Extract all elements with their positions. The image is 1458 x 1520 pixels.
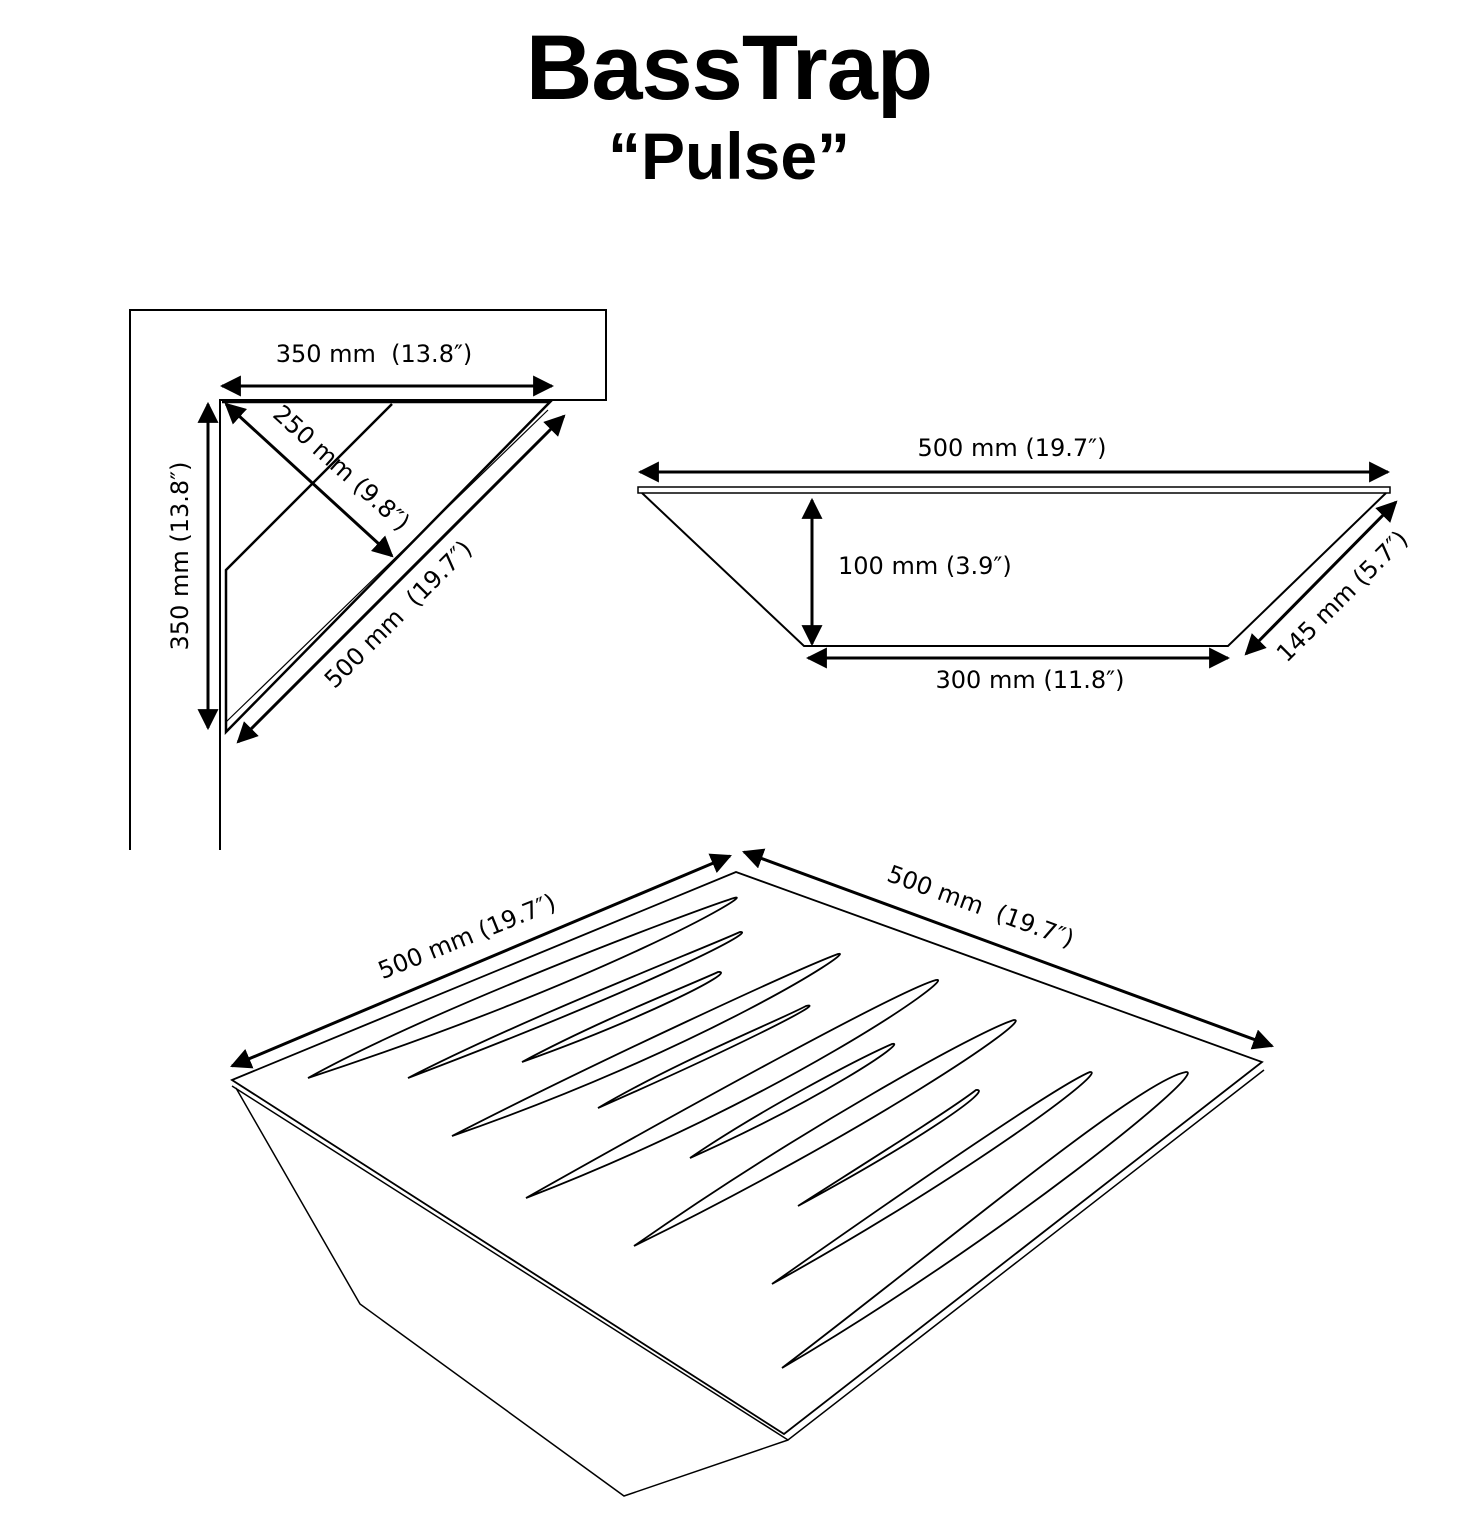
slot <box>521 971 722 1063</box>
slot <box>633 1019 1017 1247</box>
slot <box>797 1089 980 1207</box>
slant-label: 145 mm (5.7″) <box>1271 525 1414 668</box>
panel-body <box>235 1087 789 1497</box>
left-edge-arrow <box>230 853 732 1069</box>
slot <box>597 1004 811 1109</box>
front-width-arrow <box>236 414 566 744</box>
panel-front-edge <box>231 1069 1265 1441</box>
slot <box>781 1071 1189 1369</box>
left-edge-label: 500 mm (19.7″) <box>374 888 560 985</box>
top-length-label: 500 mm (19.7″) <box>918 434 1107 462</box>
panel-top-plate <box>637 486 1391 494</box>
iso-view <box>230 848 1274 1497</box>
corner-view <box>129 309 607 850</box>
height-label: 100 mm (3.9″) <box>838 552 1012 580</box>
page-title: BassTrap <box>525 17 933 119</box>
slot <box>771 1071 1093 1285</box>
bottom-length-label: 300 mm (11.8″) <box>936 666 1125 694</box>
side-height-label: 350 mm (13.8″) <box>166 462 194 651</box>
page-subtitle: “Pulse” <box>607 119 851 193</box>
profile-outline <box>641 492 1387 647</box>
slot <box>525 979 939 1199</box>
depth-label: 250 mm (9.8″) <box>267 400 415 537</box>
trap-diagonal-inner <box>225 409 549 723</box>
slot <box>689 1043 895 1159</box>
top-width-label: 350 mm (13.8″) <box>276 340 473 368</box>
wall-outline <box>129 309 607 850</box>
right-edge-arrow <box>742 848 1274 1050</box>
slant-arrow <box>1244 500 1398 656</box>
side-view <box>637 461 1398 669</box>
